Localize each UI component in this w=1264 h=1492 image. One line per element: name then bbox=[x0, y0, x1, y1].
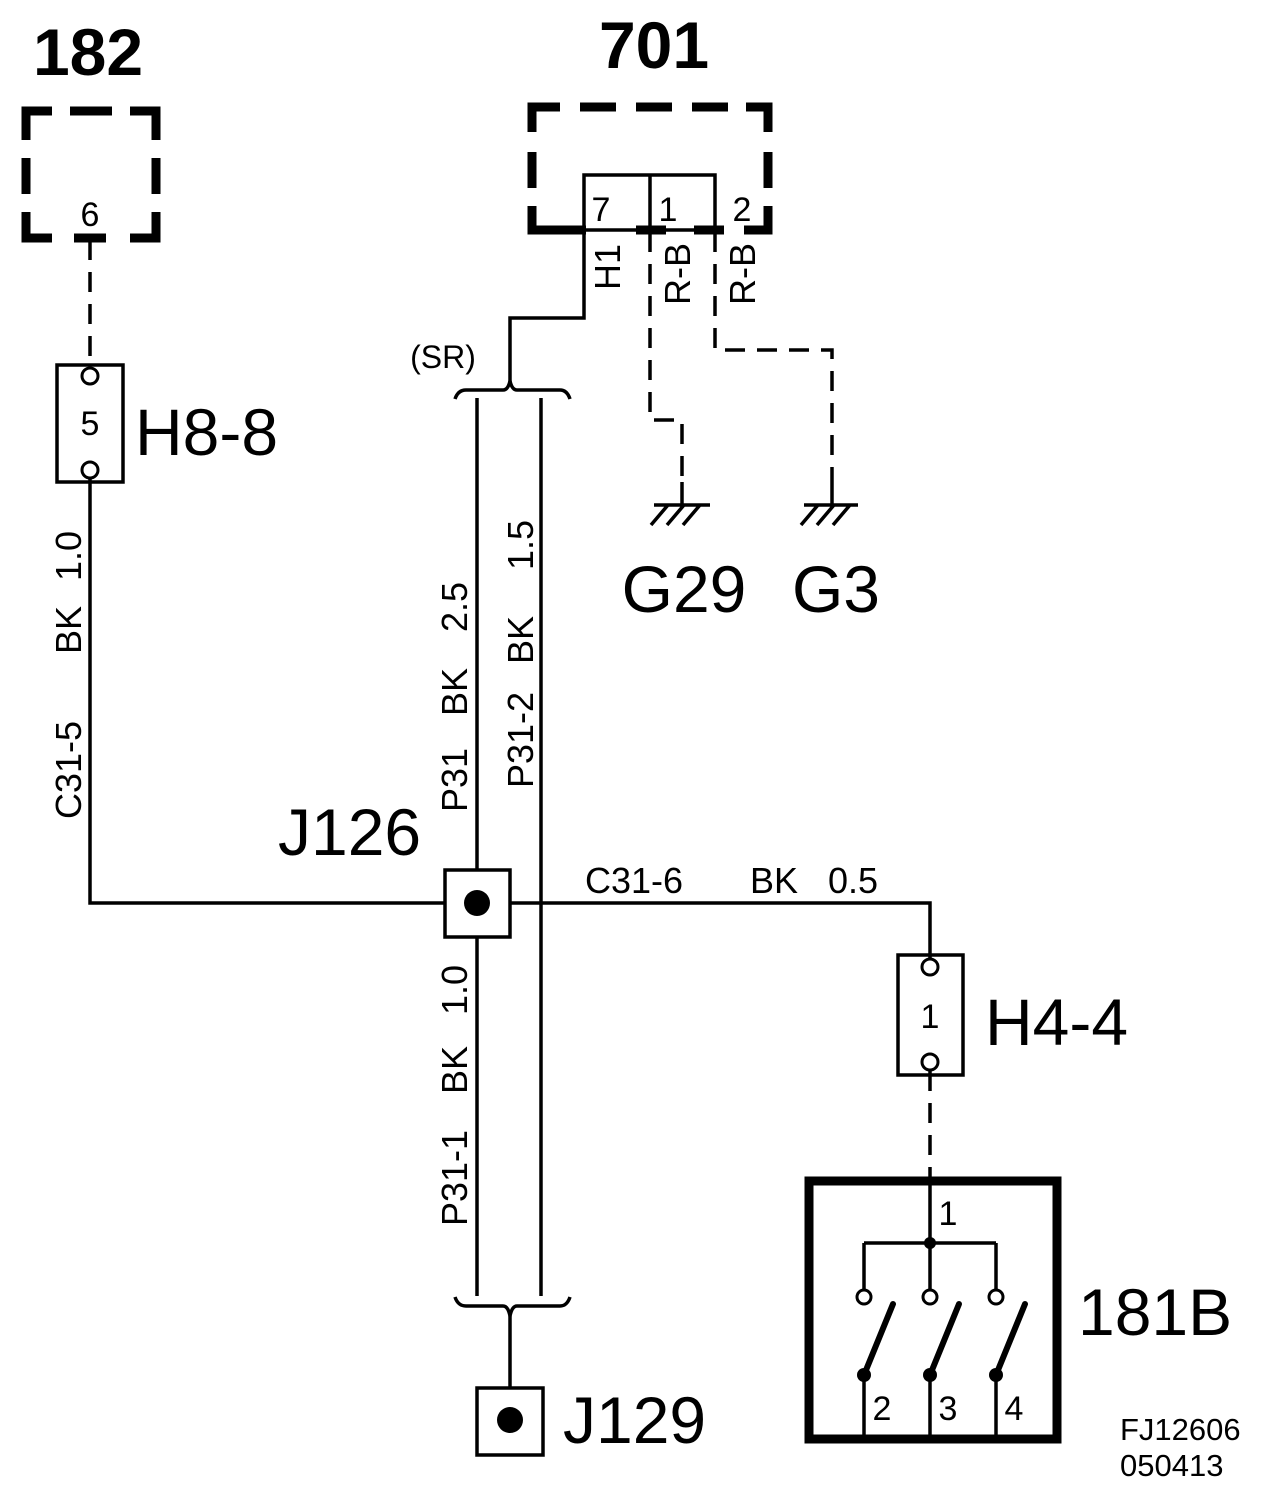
harness-option-label: (SR) bbox=[410, 339, 476, 375]
splice-j129-box bbox=[475, 1386, 545, 1457]
wire-p31-1-circuit: P31-1 bbox=[434, 1130, 475, 1226]
module-701-label: 701 bbox=[599, 8, 709, 82]
wire-c31-6 bbox=[510, 901, 932, 959]
ground-g3: G3 bbox=[792, 503, 880, 626]
wire-h1-code: H1 bbox=[587, 244, 628, 290]
splice-j129-label: J129 bbox=[563, 1383, 706, 1457]
switch-181b-blade-c-icon bbox=[993, 1301, 1028, 1378]
wire-r-b-to-g29 bbox=[648, 232, 684, 482]
wire-r-b-to-g3 bbox=[713, 232, 834, 482]
module-701-connector-body bbox=[582, 173, 717, 232]
splice-j126: J126 bbox=[278, 795, 512, 939]
wire-p31-2-color: BK bbox=[500, 616, 541, 664]
wire-c31-6-color: BK bbox=[750, 860, 798, 901]
switch-181b-pin-2: 2 bbox=[873, 1390, 892, 1428]
module-182-pin-label: 6 bbox=[81, 196, 100, 234]
connector-h8-8-label: H8-8 bbox=[135, 395, 278, 469]
switch-181b-output-leads bbox=[862, 1375, 998, 1436]
harness-brace-bottom bbox=[453, 1296, 572, 1317]
connector-h8-8-terminal-top bbox=[80, 366, 100, 386]
switch-181b-body bbox=[804, 1176, 1062, 1444]
harness-brace-top bbox=[453, 380, 572, 400]
switch-181b-blade-b-icon bbox=[927, 1301, 962, 1378]
splice-j129-node bbox=[497, 1407, 523, 1433]
connector-h4-4-terminal-top bbox=[920, 957, 940, 977]
connector-h4-4: 1 H4-4 bbox=[896, 953, 1128, 1077]
ground-g29: G29 bbox=[622, 503, 747, 626]
splice-j129: J129 bbox=[475, 1383, 706, 1457]
figure-code: FJ12606 bbox=[1120, 1412, 1241, 1447]
wire-c31-5-circuit: C31-5 bbox=[48, 721, 89, 819]
module-701: 701 7 1 2 bbox=[527, 8, 773, 235]
switch-181b-pin-1: 1 bbox=[939, 1195, 958, 1233]
wire-p31-gauge: 2.5 bbox=[434, 582, 475, 632]
wire-c31-5 bbox=[88, 478, 445, 905]
switch-181b-common-node bbox=[924, 1237, 936, 1249]
connector-h4-4-cavity-label: 1 bbox=[921, 998, 940, 1036]
switch-181b: 1 2 3 4 181B bbox=[804, 1176, 1232, 1444]
wire-r-b-g29-code: R-B bbox=[657, 243, 698, 305]
wire-p31-2-gauge: 1.5 bbox=[500, 520, 541, 570]
switch-181b-label: 181B bbox=[1078, 1275, 1232, 1349]
splice-j126-label: J126 bbox=[278, 795, 421, 869]
wire-p31-1-gauge: 1.0 bbox=[434, 965, 475, 1015]
module-182-dashed-outline bbox=[21, 106, 161, 243]
ground-g3-symbol-icon bbox=[799, 503, 858, 527]
wire-p31-circuit: P31 bbox=[434, 748, 475, 812]
switch-181b-blade-a-icon bbox=[861, 1301, 896, 1378]
ground-g3-label: G3 bbox=[792, 552, 880, 626]
splice-j126-node bbox=[464, 890, 490, 916]
date-code: 050413 bbox=[1120, 1448, 1223, 1483]
module-701-pin-1: 1 bbox=[659, 191, 678, 229]
wire-p31-color: BK bbox=[434, 668, 475, 716]
wire-p31-1-color: BK bbox=[434, 1046, 475, 1094]
switch-181b-pin-3: 3 bbox=[939, 1390, 958, 1428]
wire-c31-5-color: BK bbox=[48, 606, 89, 654]
wire-c31-6-gauge: 0.5 bbox=[828, 860, 878, 901]
ground-g29-symbol-icon bbox=[649, 503, 710, 527]
switch-181b-contact-c-icon bbox=[987, 1288, 1005, 1306]
module-701-pin-7: 7 bbox=[592, 191, 611, 229]
ground-g29-label: G29 bbox=[622, 552, 747, 626]
module-182: 182 6 bbox=[21, 15, 161, 243]
connector-h8-8: 5 H8-8 bbox=[55, 363, 278, 484]
module-182-label: 182 bbox=[33, 15, 143, 89]
switch-181b-pin-4: 4 bbox=[1005, 1390, 1024, 1428]
wire-p31-2-circuit: P31-2 bbox=[500, 692, 541, 788]
connector-h4-4-label: H4-4 bbox=[985, 985, 1128, 1059]
connector-h8-8-cavity-label: 5 bbox=[81, 405, 100, 443]
wire-c31-6-circuit: C31-6 bbox=[585, 860, 683, 901]
wire-r-b-g3-code: R-B bbox=[722, 243, 763, 305]
wire-c31-5-gauge: 1.0 bbox=[48, 531, 89, 581]
switch-181b-contact-a-icon bbox=[855, 1288, 873, 1306]
connector-h8-8-terminal-bottom bbox=[80, 460, 100, 480]
connector-h4-4-terminal-bottom bbox=[920, 1052, 940, 1072]
switch-181b-contact-b-icon bbox=[921, 1288, 939, 1306]
module-701-pin-2: 2 bbox=[733, 191, 752, 229]
wire-h1 bbox=[508, 230, 586, 382]
